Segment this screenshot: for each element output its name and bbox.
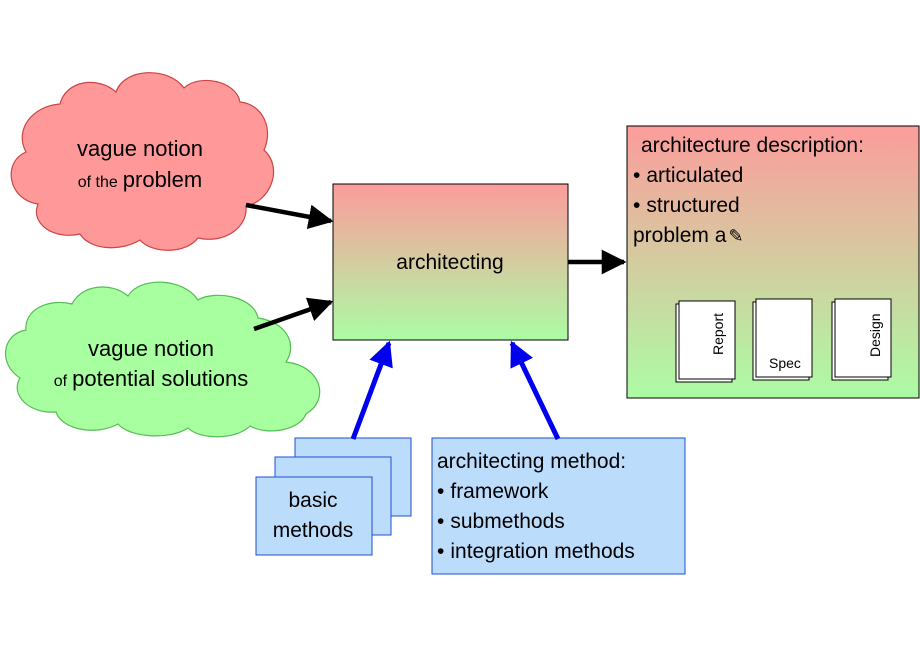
- arrow-solutions-to-architecting: [253, 297, 334, 332]
- basic-methods-line2: methods: [273, 519, 354, 542]
- document-design-label: Design: [867, 313, 883, 357]
- solutions-cloud-prefix: of: [54, 373, 68, 390]
- description-title: architecture description:: [641, 134, 864, 157]
- method-box-shape: [431, 437, 686, 575]
- document-report-label: Report: [710, 313, 726, 355]
- document-report: Report: [675, 300, 736, 383]
- basic-methods-line1: basic: [288, 489, 337, 512]
- solutions-cloud-main: potential solutions: [72, 366, 248, 391]
- solutions-cloud-line1: vague notion: [88, 336, 214, 361]
- architecting-box: architecting: [332, 183, 569, 341]
- document-spec-label: Spec: [769, 355, 801, 371]
- basic-methods-stack: basic methods: [255, 437, 412, 556]
- architecting-box-shape: [332, 183, 569, 341]
- problem-cloud-main: problem: [123, 167, 202, 192]
- description-trailing-text: problem a: [633, 224, 727, 247]
- problem-cloud-line1: vague notion: [77, 136, 203, 161]
- method-title: architecting method:: [437, 450, 626, 473]
- architecture-description-box: architecture description: •articulated •…: [626, 125, 920, 399]
- problem-cloud-shape: [10, 72, 275, 251]
- description-item-structured: •structured: [633, 194, 740, 217]
- arrow-problem-to-architecting: [245, 202, 334, 230]
- method-item-framework: •framework: [437, 480, 549, 503]
- arrow-method-to-architecting: [509, 340, 561, 441]
- method-item-integration-methods: •integration methods: [437, 540, 635, 563]
- arrow-basic-methods-to-architecting: [350, 340, 393, 440]
- problem-cloud: vague notion of the problem: [10, 72, 275, 251]
- solutions-cloud-shape: [4, 281, 321, 438]
- problem-cloud-prefix: of the: [78, 174, 118, 191]
- architecting-label: architecting: [396, 251, 503, 274]
- description-item-articulated: •articulated: [633, 164, 743, 187]
- cursor-icon: ✎: [728, 226, 743, 246]
- document-spec: Spec: [752, 298, 813, 381]
- architecting-method-box: architecting method: •framework •submeth…: [431, 437, 686, 575]
- method-item-submethods: •submethods: [437, 510, 565, 533]
- document-design: Design: [831, 298, 892, 381]
- problem-cloud-line2: of the problem: [78, 167, 203, 192]
